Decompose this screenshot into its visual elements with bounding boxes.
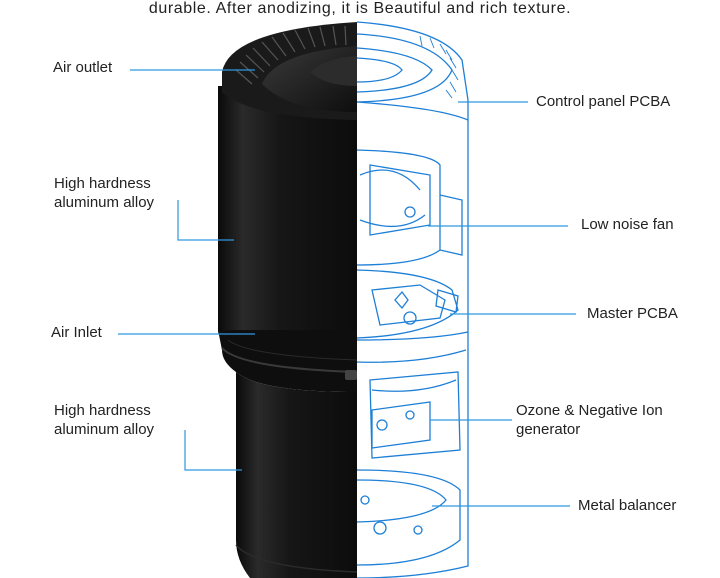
label-high-hardness-top-line1: High hardness: [54, 175, 151, 192]
blueprint-cutaway-half: [356, 21, 469, 578]
label-ozone-line2: generator: [516, 421, 581, 438]
label-high-hardness-bottom-line2: aluminum alloy: [54, 421, 155, 438]
callout-hardness-top: [177, 200, 234, 241]
label-master-pcba: Master PCBA: [587, 305, 678, 322]
label-metal-balancer: Metal balancer: [578, 497, 677, 514]
label-low-noise-fan: Low noise fan: [581, 216, 674, 233]
label-air-inlet: Air Inlet: [51, 324, 102, 341]
callout-hardness-bottom: [184, 430, 242, 471]
label-air-outlet: Air outlet: [53, 59, 113, 76]
callout-lines: [118, 69, 576, 507]
label-high-hardness-bottom-line1: High hardness: [54, 402, 151, 419]
header-text: durable. After anodizing, it is Beautifu…: [148, 0, 572, 17]
label-high-hardness-top-line2: aluminum alloy: [54, 194, 155, 211]
label-control-panel-pcba: Control panel PCBA: [536, 93, 671, 110]
black-body-half: [218, 22, 358, 578]
label-ozone-line1: Ozone & Negative Ion: [516, 402, 663, 419]
